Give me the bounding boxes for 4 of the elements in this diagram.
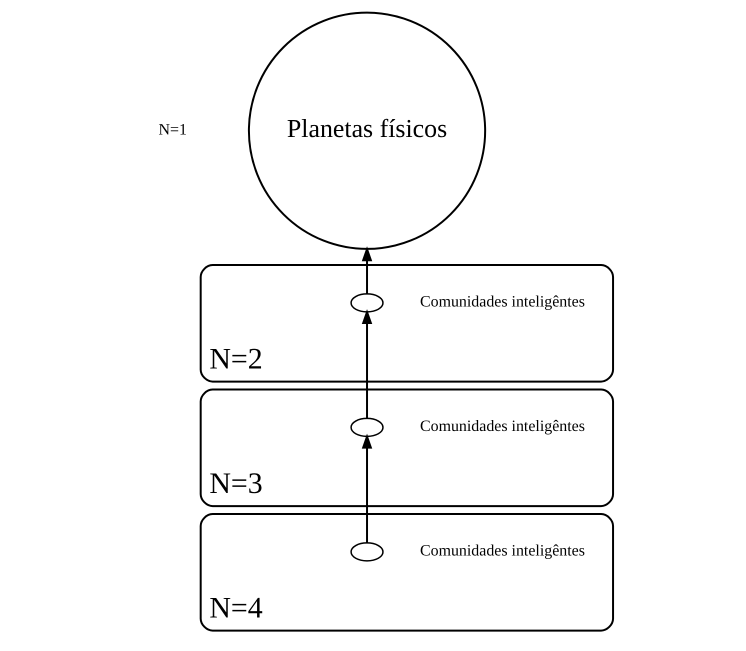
node-label: N=1 xyxy=(158,122,187,139)
node-label: Comunidades inteligêntes xyxy=(420,418,584,436)
node-label: Comunidades inteligêntes xyxy=(420,294,584,311)
node-label: Comunidades inteligêntes xyxy=(420,542,584,560)
